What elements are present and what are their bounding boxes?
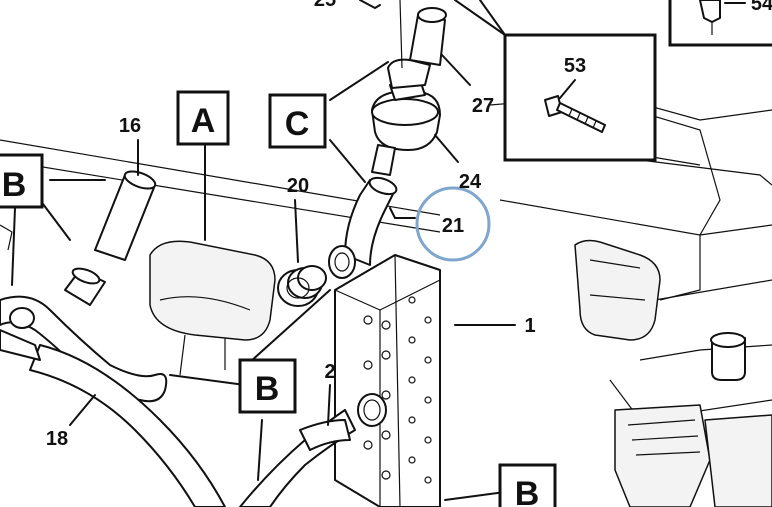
callout-24: 24 [459,171,482,193]
view-arrows [11,61,506,501]
hose-21 [328,176,398,279]
hose-16 [64,170,157,306]
clamp-20 [277,265,327,307]
hose-2 [299,419,351,451]
bolt-53 [544,95,606,133]
svg-text:B: B [255,370,280,408]
view-label-b-left: B [0,153,44,209]
callout-53: 53 [564,55,586,77]
highlight-circle [415,186,491,262]
lower-right-components [614,404,772,507]
callout-18: 18 [46,428,68,450]
left-fragment [0,224,41,361]
view-label-a: A [176,90,230,146]
svg-text:B: B [515,475,540,507]
radiator-side-plate [334,254,441,507]
callout-2: 2 [324,361,335,383]
thermostat-housing [149,240,276,376]
view-label-b-center: B [238,358,297,414]
callout-20: 20 [287,175,309,197]
valve-24 [371,58,441,176]
callout-21: 21 [442,215,464,237]
bolt-53-inset-box [454,0,657,162]
callout-1: 1 [524,315,535,337]
svg-text:A: A [191,102,216,140]
callout-16: 16 [119,115,141,137]
hose-18 [0,295,387,507]
part-54-inset-box [668,0,772,47]
view-label-b-bottom: B [498,463,557,507]
svg-text:C: C [285,105,310,143]
callout-25: 25 [314,0,336,11]
svg-text:B: B [2,166,27,204]
callout-27: 27 [472,95,494,117]
view-label-c: C [268,93,327,149]
callout-54: 54 [751,0,772,15]
hose-27 [399,0,447,69]
expansion-tank [574,239,746,381]
leader-lines [69,0,746,426]
